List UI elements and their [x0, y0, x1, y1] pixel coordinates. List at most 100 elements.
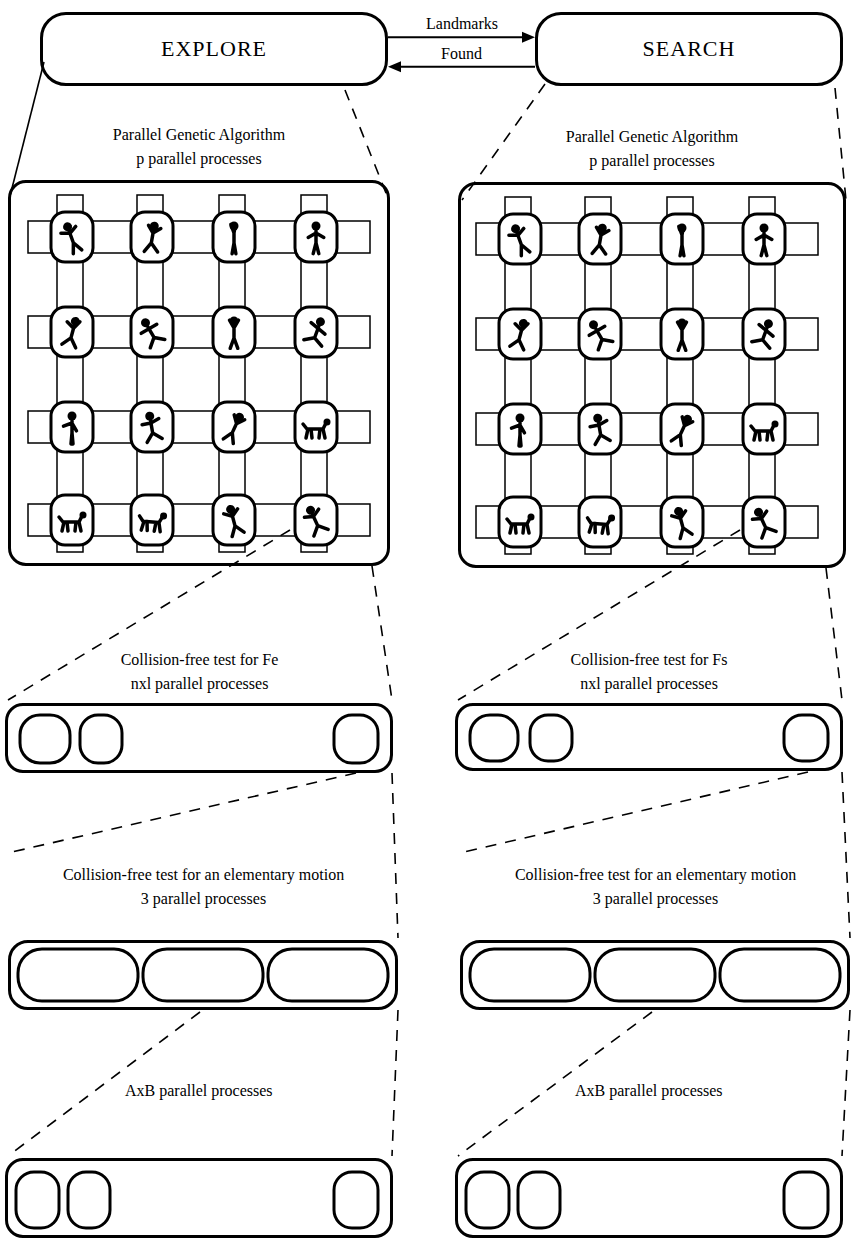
process-cell: [743, 404, 785, 454]
arrowhead: [522, 32, 535, 43]
process-cell: [661, 309, 703, 359]
process-cell: [131, 307, 173, 357]
process-cell: [295, 307, 337, 357]
box-label: EXPLORE: [161, 36, 267, 62]
pictogram: [303, 419, 331, 439]
process-cell: [499, 404, 541, 454]
dog-figure: [586, 517, 610, 534]
person-figure: [752, 324, 776, 348]
dog-figure: [507, 518, 530, 533]
process-oval: [80, 715, 122, 763]
person-head: [230, 317, 239, 326]
process-cell: [499, 309, 541, 359]
arrowhead: [388, 61, 401, 72]
process-cell: [499, 214, 541, 264]
process-panel: Collision-free test for Fe nxl parallel …: [5, 703, 393, 773]
pictogram: [301, 503, 328, 536]
process-cell: [295, 402, 337, 452]
process-cell: [51, 307, 93, 357]
person-figure: [223, 509, 244, 537]
pictogram: [506, 222, 532, 257]
process-oval: [470, 715, 518, 761]
pictogram: [586, 512, 615, 534]
panel-heading: Parallel Genetic Algorithm p parallel pr…: [564, 125, 740, 173]
process-oval: [784, 715, 828, 761]
person-head: [518, 318, 529, 329]
pictogram: [59, 512, 87, 532]
process-panel: AxB parallel processes: [455, 1158, 843, 1238]
pictogram: [64, 412, 77, 445]
pictogram: [222, 503, 244, 537]
person-head: [673, 506, 684, 517]
process-pill: [595, 949, 715, 1001]
person-head: [763, 318, 775, 330]
person-head: [516, 414, 525, 423]
pictogram: [671, 413, 695, 446]
pictogram: [752, 316, 779, 348]
dog-figure: [303, 423, 326, 438]
pictogram: [592, 223, 611, 256]
person-figure: [142, 419, 163, 443]
expansion-line: [458, 530, 740, 700]
panel-heading: Parallel Genetic Algorithm p parallel pr…: [111, 123, 287, 171]
dog-head: [324, 419, 331, 426]
pictogram: [751, 421, 779, 441]
process-panel: AxB parallel processes: [5, 1158, 393, 1238]
pictogram: [230, 222, 239, 254]
dog-head: [608, 514, 616, 522]
expansion-lines: [8, 62, 850, 1156]
person-head: [68, 412, 77, 421]
process-cell: [131, 495, 173, 545]
panel-heading: Collision-free test for an elementary mo…: [61, 863, 346, 911]
pictogram: [230, 317, 239, 349]
dog-head: [528, 514, 535, 521]
process-cell: [499, 497, 541, 547]
person-head: [315, 316, 327, 328]
connector-line: [398, 66, 535, 68]
process-panel: Collision-free test for Fs nxl parallel …: [455, 703, 843, 771]
process-box: SEARCH: [535, 12, 843, 86]
person-head: [753, 506, 765, 518]
person-figure: [671, 511, 692, 539]
person-head: [593, 413, 603, 423]
process-oval: [784, 1172, 828, 1228]
process-oval: [466, 1172, 509, 1228]
process-cell: [743, 309, 785, 359]
process-pill: [268, 949, 388, 1001]
pictogram: [138, 510, 167, 532]
process-pill: [720, 949, 840, 1001]
person-head: [305, 504, 317, 516]
panel-heading: AxB parallel processes: [575, 1079, 723, 1103]
expansion-line: [392, 773, 398, 938]
process-cell: [579, 309, 621, 359]
panel-heading: Collision-free test for an elementary mo…: [513, 863, 798, 911]
person-head: [678, 319, 687, 328]
process-cell: [51, 495, 93, 545]
process-oval: [334, 715, 378, 763]
person-head: [149, 221, 159, 231]
person-figure: [590, 421, 611, 445]
pictogram: [583, 316, 613, 350]
person-figure: [60, 226, 84, 255]
expansion-line: [8, 530, 290, 700]
pictogram: [509, 317, 531, 350]
panel-heading: Collision-free test for Fe nxl parallel …: [119, 648, 280, 696]
pictogram: [304, 314, 331, 346]
process-grid: [28, 195, 370, 552]
dog-figure: [751, 425, 774, 440]
dog-figure: [138, 515, 162, 532]
process-cell: [51, 212, 93, 262]
process-cell: [213, 495, 255, 545]
dog-head: [772, 421, 779, 428]
process-cell: [743, 497, 785, 547]
process-grid: [476, 197, 818, 554]
person-head: [678, 224, 687, 233]
expansion-line: [12, 773, 356, 852]
pictogram: [135, 314, 165, 348]
expansion-line: [372, 566, 392, 700]
expansion-line: [842, 1010, 850, 1156]
person-figure: [64, 421, 77, 444]
process-cell: [131, 402, 173, 452]
